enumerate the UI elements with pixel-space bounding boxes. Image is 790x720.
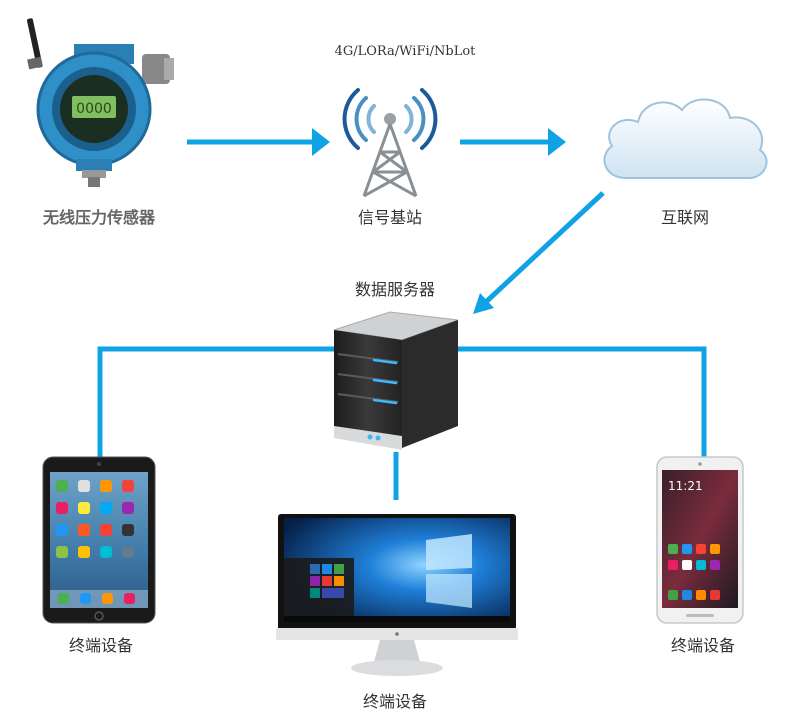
arrow-internet-to-server: [473, 191, 605, 314]
pressure-sensor-image: 0000: [27, 18, 174, 187]
tablet-icon: [42, 456, 156, 624]
terminal-right-label: 终端设备: [670, 636, 735, 655]
monitor-icon: [276, 514, 518, 676]
sensor-display-digits: 0000: [76, 101, 112, 117]
terminal-left-label: 终端设备: [68, 636, 133, 655]
base-station-label: 信号基站: [357, 208, 422, 227]
cloud-icon: [603, 98, 768, 180]
arrow-sensor-to-station: [187, 128, 330, 156]
terminal-center-label: 终端设备: [362, 692, 427, 711]
arrow-station-to-internet: [460, 128, 566, 156]
internet-label: 互联网: [660, 208, 709, 227]
server-distribution-lines: [97, 346, 707, 500]
server-label: 数据服务器: [354, 280, 435, 299]
protocol-label: 4G/LORa/WiFi/NbLot: [334, 44, 476, 59]
sensor-label: 无线压力传感器: [42, 208, 155, 227]
server-icon: [333, 311, 459, 450]
phone-clock: 11:21: [668, 479, 703, 493]
phone-icon: 11:21: [656, 456, 744, 624]
base-station-icon: [342, 88, 438, 198]
